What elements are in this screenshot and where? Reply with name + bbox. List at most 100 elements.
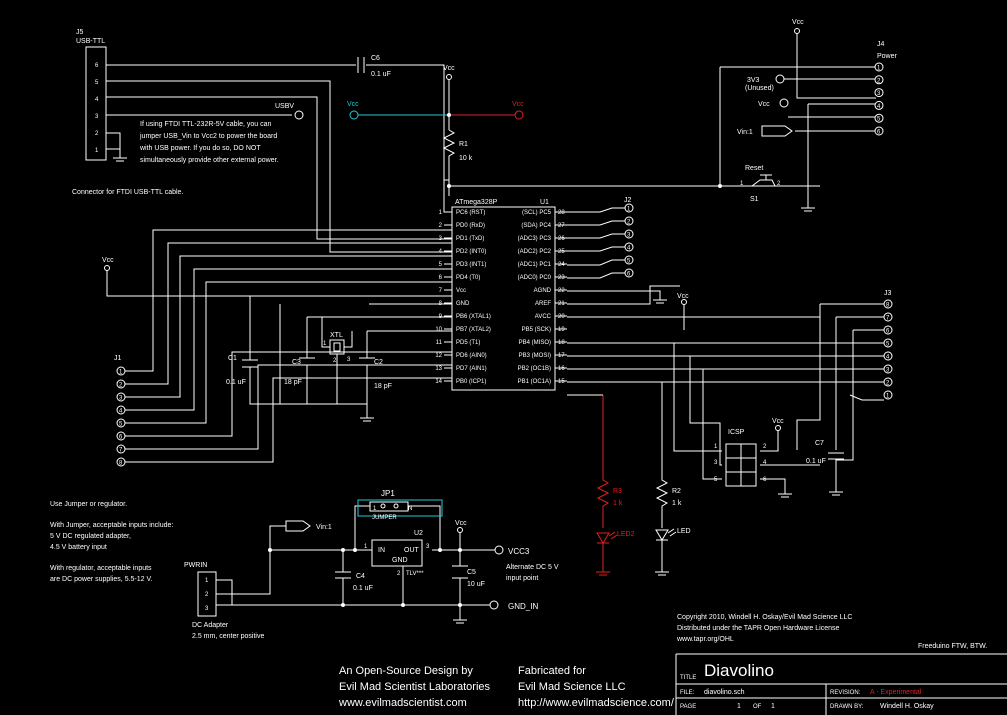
u1-pin-num: 11	[436, 340, 443, 346]
u1-pin-name: (ADC0) PC0	[518, 275, 552, 281]
u1-pin-name: PD4 (T0)	[456, 275, 480, 281]
j4-pad	[874, 126, 884, 136]
j4-pad	[874, 113, 884, 123]
svg-text:5 V DC regulated adapter,: 5 V DC regulated adapter,	[50, 533, 131, 540]
j3-pad	[883, 390, 893, 400]
svg-text:U2: U2	[414, 530, 423, 537]
vcc-net: Vcc Vcc	[347, 101, 524, 120]
reset-switch-s1[interactable]: Reset S1 1 2	[740, 165, 781, 203]
svg-text:VCC3: VCC3	[508, 547, 530, 556]
svg-text:FILE:: FILE:	[680, 690, 695, 696]
u1-pin-num: 18	[558, 340, 565, 346]
j5-pin-4: 4	[95, 97, 99, 103]
connector-j5: J5 USB-TTL 6 5 4 3 2 1 Connector for FTD…	[72, 29, 183, 196]
j5-ref: J5	[76, 29, 84, 36]
led2: LED2	[596, 531, 635, 576]
j2-pin-num: 3	[627, 233, 631, 239]
j3-pad	[883, 351, 893, 361]
j3-pad	[883, 364, 893, 374]
u1-pin-name: (ADC3) PC3	[518, 236, 552, 242]
svg-text:If using FTDI TTL-232R-5V cabl: If using FTDI TTL-232R-5V cable, you can	[140, 121, 271, 128]
svg-text:ICSP: ICSP	[728, 429, 745, 436]
capacitor-c6: C6 0.1 uF	[357, 55, 391, 78]
u1-pin-num: 5	[439, 262, 443, 268]
j1-pin-num: 5	[119, 422, 123, 428]
u1-pin-name: (ADC2) PC2	[518, 249, 552, 255]
u1-pin-name: Vcc	[456, 288, 466, 294]
j1-pin-num: 3	[119, 396, 123, 402]
svg-text:Evil Mad Science LLC: Evil Mad Science LLC	[518, 681, 626, 693]
svg-text:Evil Mad Scientist Laboratorie: Evil Mad Scientist Laboratories	[339, 681, 491, 693]
svg-text:With Jumper, acceptable inputs: With Jumper, acceptable inputs include:	[50, 522, 173, 529]
svg-text:0.1 uF: 0.1 uF	[353, 585, 373, 592]
svg-text:with USB power. If you do so,: with USB power. If you do so, DO NOT	[139, 145, 261, 152]
j1-pin-num: 4	[119, 409, 123, 415]
u1-pin-num: 7	[439, 288, 443, 294]
usbv-label: USBV	[275, 103, 294, 110]
u1-pin-num: 12	[435, 353, 442, 359]
svg-text:R3: R3	[613, 488, 622, 495]
svg-text:Vin:1: Vin:1	[737, 129, 753, 136]
connector-pwrin: PWRIN 1 2 3 DC Adapter 2.5 mm, center po…	[184, 562, 264, 640]
u1-pin-name: (SDA) PC4	[521, 223, 551, 229]
u1-pin-name: AREF	[535, 301, 551, 307]
j2-pad	[624, 268, 634, 278]
j3-pad	[883, 325, 893, 335]
svg-text:2: 2	[205, 592, 209, 598]
j2-pad	[624, 216, 634, 226]
svg-text:N: N	[408, 506, 412, 512]
svg-text:http://www.evilmadscience.com/: http://www.evilmadscience.com/	[518, 697, 675, 709]
u1-pin-name: PB4 (MISO)	[519, 340, 551, 346]
svg-text:An Open-Source Design by: An Open-Source Design by	[339, 665, 473, 677]
u1-pin-num: 27	[558, 223, 565, 229]
j3-pad	[883, 312, 893, 322]
svg-text:3V3: 3V3	[747, 77, 760, 84]
svg-text:2: 2	[333, 358, 337, 364]
svg-text:Use Jumper or regulator.: Use Jumper or regulator.	[50, 501, 127, 508]
u1-pin-num: 19	[558, 327, 565, 333]
svg-text:Vcc: Vcc	[792, 19, 804, 26]
j4-pad	[874, 62, 884, 72]
u1-pin-name: PB2 (OC1B)	[518, 366, 551, 372]
credits-left: An Open-Source Design by Evil Mad Scient…	[338, 665, 491, 709]
svg-text:1: 1	[373, 506, 377, 512]
j2-pin-num: 2	[627, 220, 631, 226]
svg-text:Vin:1: Vin:1	[316, 524, 332, 531]
svg-text:C3: C3	[292, 359, 301, 366]
j5-wires	[106, 64, 452, 253]
u1-pin-num: 1	[439, 210, 443, 216]
u1-pin-name: PD2 (INT0)	[456, 249, 486, 255]
svg-text:3: 3	[426, 544, 430, 550]
svg-text:GND: GND	[392, 557, 408, 564]
svg-text:A - Experimental: A - Experimental	[870, 689, 922, 696]
svg-text:2: 2	[397, 571, 401, 577]
svg-text:Power: Power	[877, 53, 898, 60]
led: LED	[655, 528, 691, 576]
j3-pin-num: 4	[886, 355, 890, 361]
j4-pin-num: 3	[877, 91, 881, 97]
svg-text:1 k: 1 k	[672, 500, 682, 507]
u1-pin-name: PD1 (TxD)	[456, 236, 484, 242]
svg-text:J2: J2	[624, 197, 632, 204]
svg-text:JP1: JP1	[381, 489, 395, 498]
j4-pin-num: 2	[877, 78, 881, 84]
j2-pin-num: 5	[627, 259, 631, 265]
svg-text:LED2: LED2	[617, 531, 635, 538]
svg-text:C6: C6	[371, 55, 380, 62]
svg-text:Copyright 2010, Windell H. Osk: Copyright 2010, Windell H. Oskay/Evil Ma…	[677, 614, 852, 621]
j5-caption: Connector for FTDI USB-TTL cable.	[72, 189, 183, 196]
connector-j1: J1	[114, 355, 122, 362]
svg-text:C5: C5	[467, 569, 476, 576]
svg-text:Vcc: Vcc	[772, 418, 784, 425]
svg-text:U1: U1	[540, 199, 549, 206]
svg-text:0.1 uF: 0.1 uF	[806, 458, 826, 465]
svg-text:2: 2	[777, 181, 781, 187]
u1-pin-name: PB0 (ICP1)	[456, 379, 486, 385]
credits-center: Fabricated for Evil Mad Science LLC http…	[518, 665, 675, 709]
svg-text:3: 3	[205, 606, 209, 612]
j5-pin-6: 6	[95, 63, 99, 69]
j1-pin-num: 2	[119, 383, 123, 389]
svg-text:www.tapr.org/OHL: www.tapr.org/OHL	[676, 636, 734, 643]
